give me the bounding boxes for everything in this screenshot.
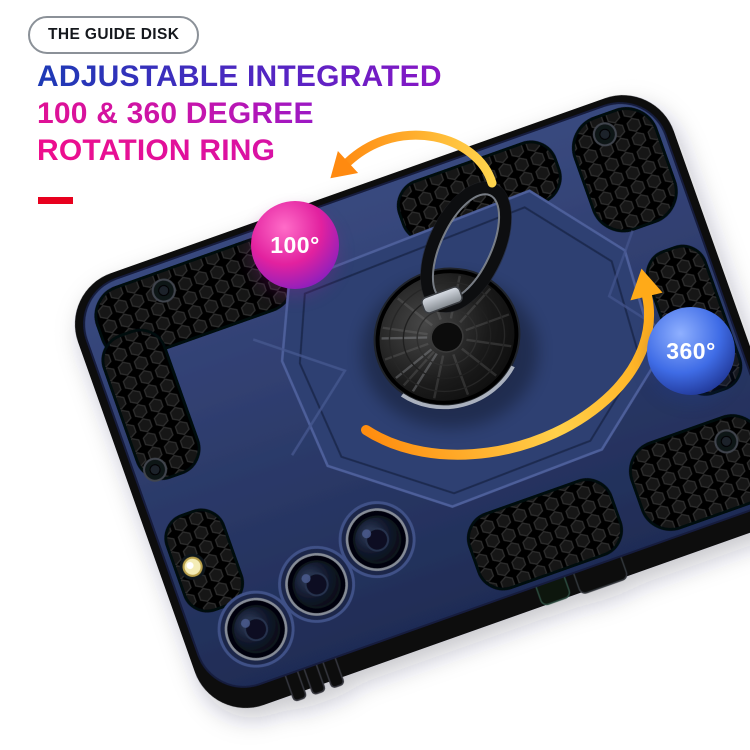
- base-plate-highlight: [400, 365, 515, 410]
- guide-disk-badge: THE GUIDE DISK: [28, 16, 200, 54]
- rotation-arrow-large: [361, 268, 663, 460]
- headline-line-2: 100 & 360 DEGREE: [37, 95, 314, 132]
- arrowhead: [630, 268, 663, 301]
- degree-100-badge: 100°: [251, 201, 339, 289]
- bevel-accent-left: [252, 338, 347, 456]
- arrowhead: [330, 151, 359, 179]
- accent-underline: [38, 197, 73, 204]
- armor-plate-groove: [298, 206, 642, 495]
- headline: ADJUSTABLE INTEGRATED 100 & 360 DEGREE R…: [37, 58, 442, 170]
- headline-line-3: ROTATION RING: [37, 132, 275, 169]
- speaker-slots: [283, 653, 345, 702]
- ring-stand: [373, 181, 521, 410]
- ring-hinge: [421, 286, 463, 314]
- guide-disk-badge-label: THE GUIDE DISK: [48, 26, 180, 43]
- headline-line-1: ADJUSTABLE INTEGRATED: [37, 58, 442, 95]
- camera-flash: [179, 553, 206, 580]
- degree-100-label: 100°: [270, 231, 320, 258]
- camera-module: [179, 490, 426, 678]
- degree-360-badge: 360°: [647, 307, 735, 395]
- rotation-arrow-small: [330, 130, 497, 188]
- degree-360-label: 360°: [666, 337, 716, 364]
- disk-center-cap: [430, 321, 464, 353]
